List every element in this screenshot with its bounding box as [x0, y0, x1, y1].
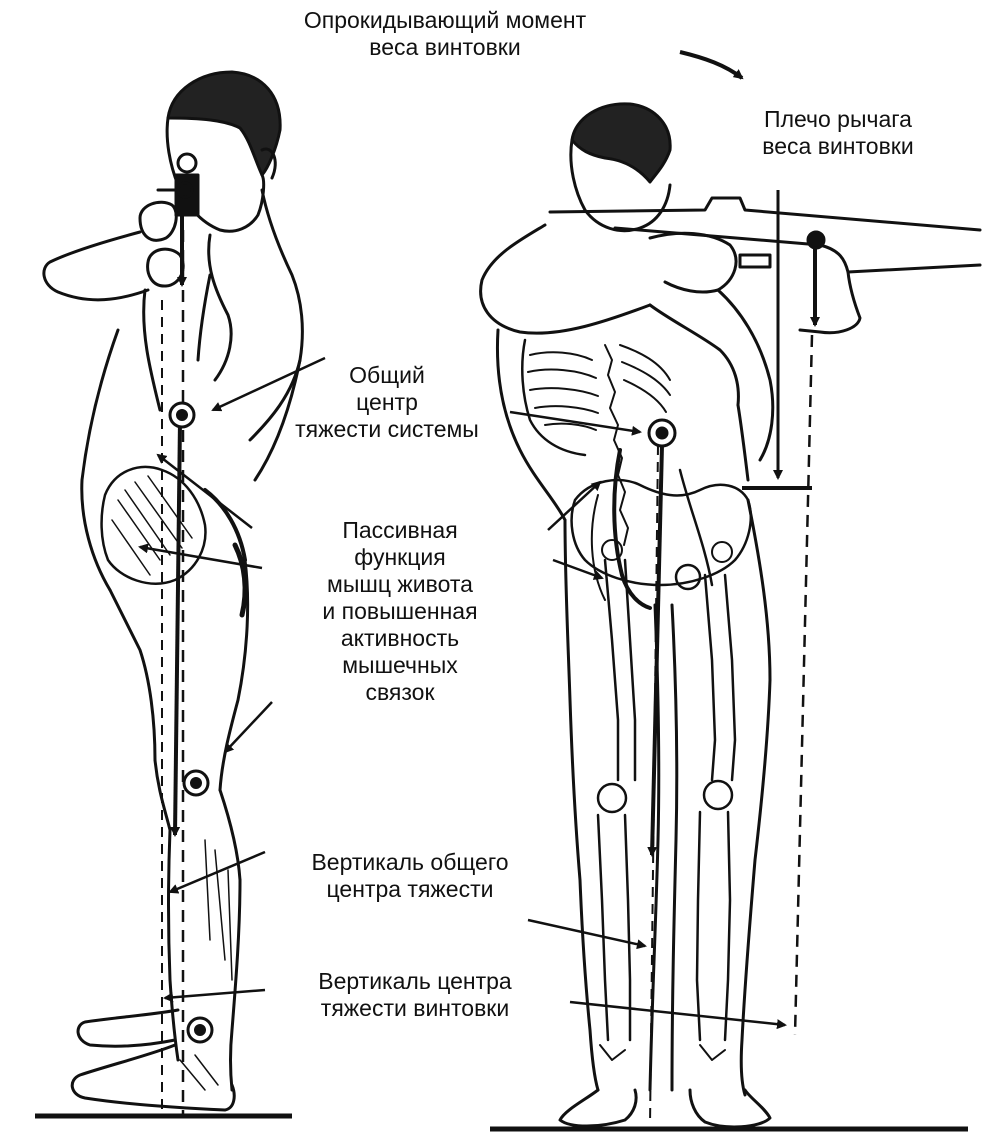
- label-vertical-common-cog: Вертикаль общего центра тяжести: [265, 849, 555, 903]
- right-body-weight-arrow: [652, 445, 662, 855]
- label-vertical-rifle-cog: Вертикаль центра тяжести винтовки: [270, 968, 560, 1022]
- label-lever-arm: Плечо рычага веса винтовки: [718, 106, 958, 160]
- label-passive-function: Пассивная функция мышц живота и повышенн…: [265, 517, 535, 706]
- tipping-moment-arrow: [680, 52, 742, 78]
- right-rifle-cog-vertical: [795, 335, 812, 1035]
- label-tipping-moment: Опрокидывающий момент веса винтовки: [225, 7, 665, 61]
- label-common-cog: Общий центр тяжести системы: [252, 362, 522, 443]
- side-view-shooter-figure: [44, 72, 302, 1110]
- left-body-weight-arrow: [175, 420, 180, 835]
